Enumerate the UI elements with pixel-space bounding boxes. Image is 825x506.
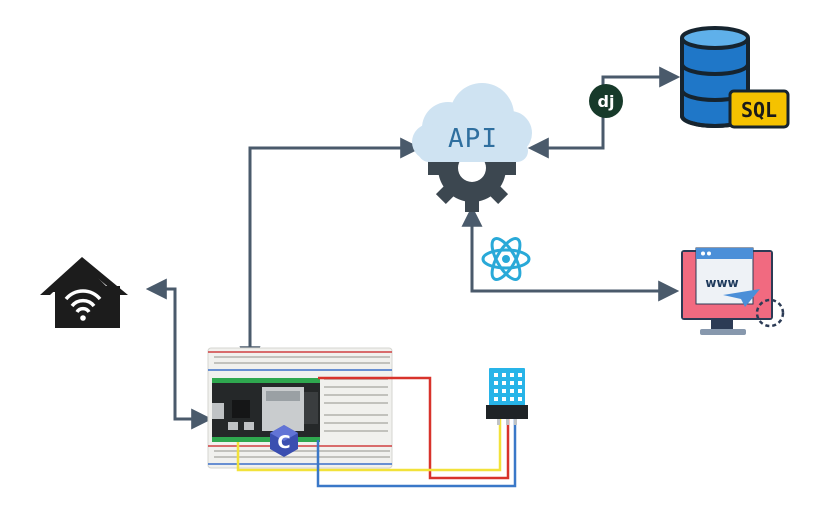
www-monitor-icon: www — [681, 247, 785, 335]
wire-red — [318, 376, 510, 480]
django-label: dj — [598, 92, 615, 111]
api-cloud-gear-icon: API — [412, 83, 532, 212]
c-label: C — [277, 432, 290, 453]
c-language-badge-icon: C — [270, 425, 298, 457]
board-api-arrow — [239, 137, 422, 368]
sql-database-icon: SQL — [680, 26, 790, 129]
sensor-wires — [236, 376, 517, 488]
api-web-arrow — [461, 205, 680, 302]
sql-label: SQL — [741, 98, 777, 122]
www-label: www — [705, 276, 738, 290]
wire-blue — [316, 418, 517, 488]
home-wifi-icon — [40, 257, 128, 328]
dht11-sensor-icon — [486, 368, 528, 425]
esp32-breadboard-icon — [207, 347, 393, 469]
wire-yellow — [236, 418, 502, 472]
home-board-arrow — [145, 278, 213, 430]
api-label: API — [448, 124, 498, 154]
react-atom-icon — [481, 237, 531, 281]
django-badge-icon: dj — [589, 84, 623, 118]
